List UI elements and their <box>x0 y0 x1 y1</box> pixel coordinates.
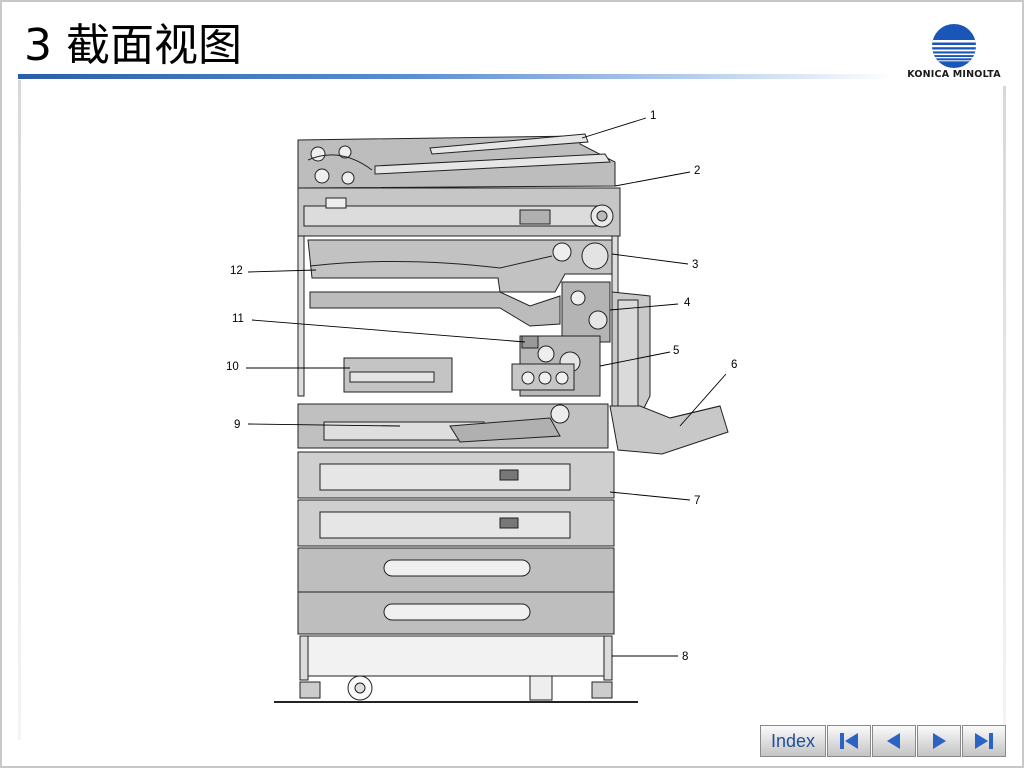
page-title: 3 截面视图 <box>24 20 242 71</box>
copier-cross-section-drawing: 1 2 3 4 5 6 7 8 9 10 11 12 <box>226 110 737 703</box>
callout-4: 4 <box>684 297 691 309</box>
brand-logo: KONICA MINOLTA <box>902 24 1006 86</box>
first-page-icon <box>840 733 858 749</box>
last-page-button[interactable] <box>962 725 1006 757</box>
callout-9: 9 <box>234 419 240 431</box>
scanner-unit <box>297 187 621 237</box>
next-page-icon <box>933 733 946 749</box>
callout-8: 8 <box>682 651 688 663</box>
slide-navigation: Index <box>760 725 1007 757</box>
first-page-button[interactable] <box>827 725 871 757</box>
index-button-label: Index <box>770 730 816 751</box>
copier-desk-stand <box>274 635 638 703</box>
paper-tray-upper <box>297 451 615 499</box>
index-button[interactable]: Index <box>760 725 826 757</box>
exit-tray-and-write-unit <box>307 239 613 327</box>
callout-leader-lines <box>246 117 727 657</box>
title-underline <box>18 74 894 79</box>
developing-drum-unit <box>511 335 601 397</box>
callout-1: 1 <box>650 110 656 122</box>
callout-6: 6 <box>731 359 737 371</box>
previous-page-button[interactable] <box>872 725 916 757</box>
document-feeder-unit <box>297 133 616 189</box>
callout-11: 11 <box>232 313 244 325</box>
callout-7: 7 <box>694 495 700 507</box>
cassette-drawer-1 <box>297 547 615 593</box>
next-page-button[interactable] <box>917 725 961 757</box>
callout-3: 3 <box>692 259 698 271</box>
cassette-drawer-2 <box>297 591 615 635</box>
left-border-shade <box>18 80 21 740</box>
duplex-transport-unit <box>297 403 609 449</box>
paper-tray-lower <box>297 499 615 547</box>
globe-logo-icon <box>932 24 976 68</box>
manual-bypass-tray <box>609 405 729 455</box>
callout-labels: 1 2 3 4 5 6 7 8 9 10 11 12 <box>226 110 737 663</box>
callout-5: 5 <box>673 345 679 357</box>
toner-bottle-area <box>343 357 453 393</box>
callout-2: 2 <box>694 165 700 177</box>
imaging-and-fusing-unit <box>561 281 651 417</box>
callout-10: 10 <box>226 361 239 373</box>
cross-section-diagram: 1 2 3 4 5 6 7 8 9 10 11 12 <box>200 96 760 716</box>
previous-page-icon <box>887 733 900 749</box>
right-border-shade <box>1003 86 1006 740</box>
callout-12: 12 <box>230 265 243 277</box>
last-page-icon <box>975 733 993 749</box>
logo-wordmark: KONICA MINOLTA <box>907 69 1001 80</box>
